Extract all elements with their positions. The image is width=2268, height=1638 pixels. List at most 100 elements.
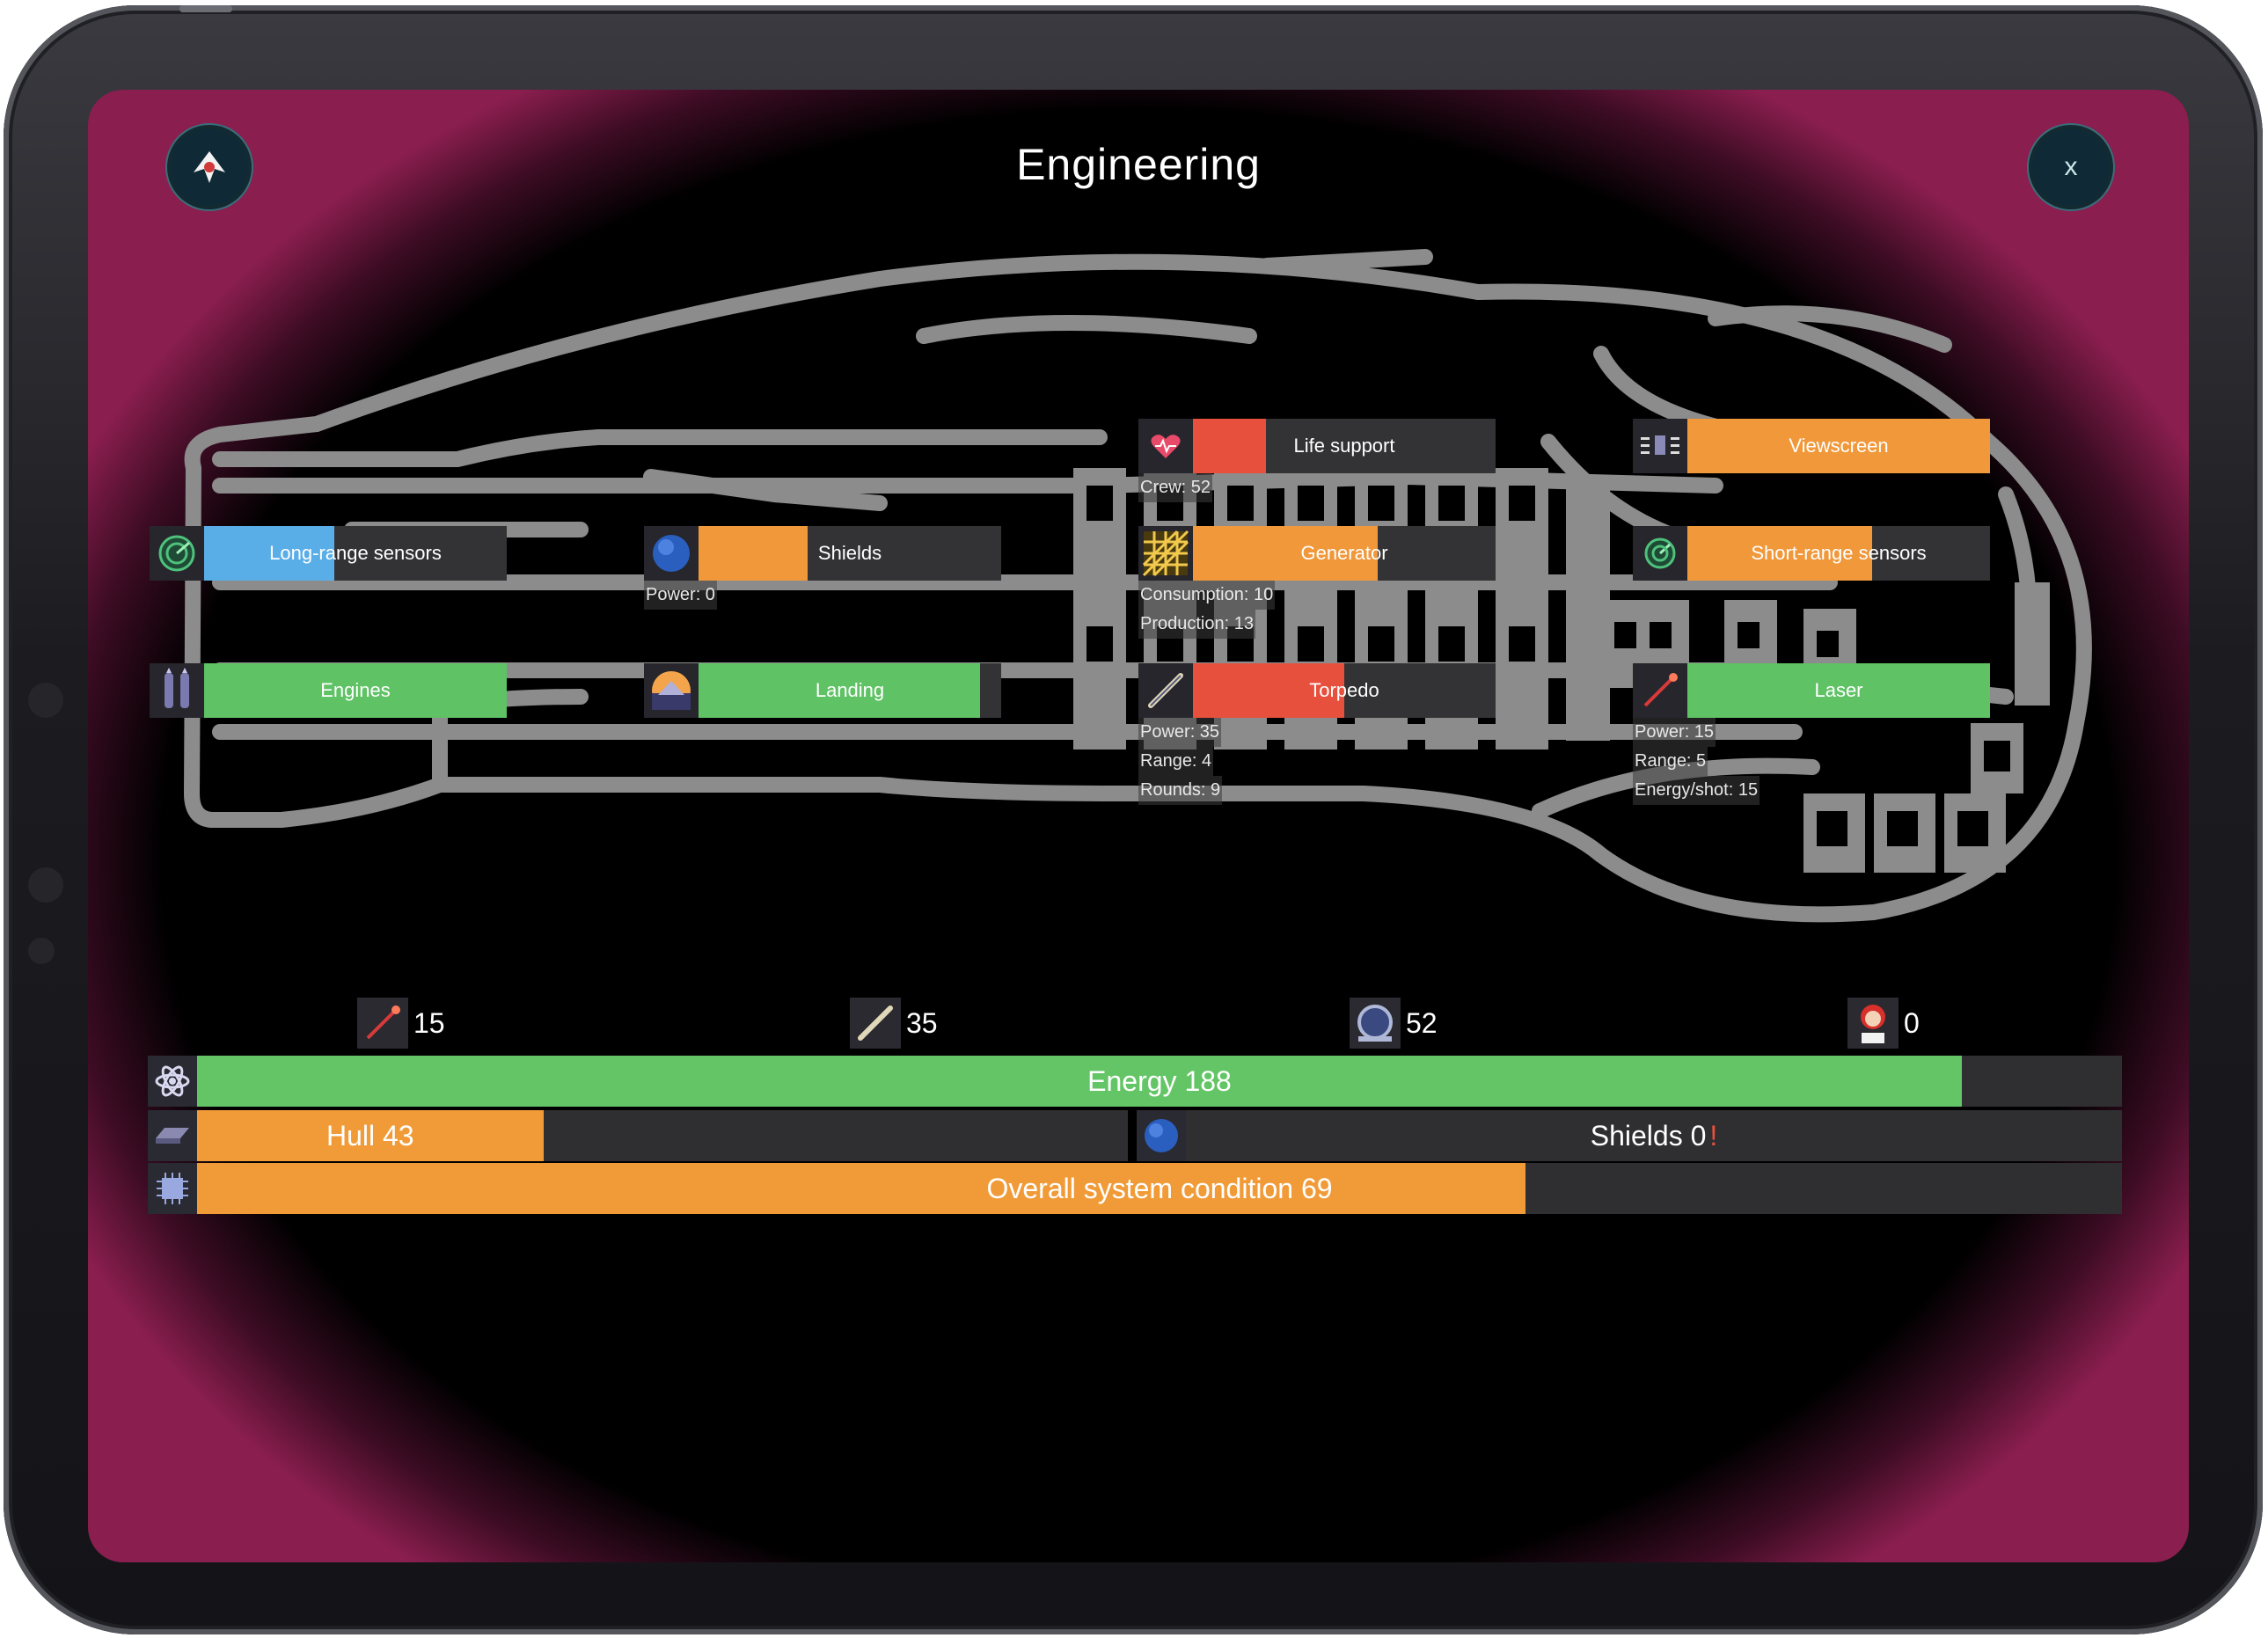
system-fill — [699, 663, 980, 718]
ship-emblem-icon — [194, 151, 225, 183]
system-viewscreen[interactable]: Viewscreen — [1633, 419, 1990, 473]
system-generator[interactable]: Generator — [1138, 526, 1496, 581]
system-fill — [204, 663, 507, 718]
system-engines[interactable]: Engines — [150, 663, 507, 718]
laser-range: Range: 5 — [1633, 747, 1708, 776]
counter-value: 0 — [1904, 1006, 1920, 1039]
system-fill — [1687, 663, 1990, 718]
game-screen: Engineering x — [88, 90, 2189, 1562]
system-fill — [1193, 419, 1266, 473]
torpedo-power: Power: 35 — [1138, 718, 1222, 747]
camera-dot — [28, 938, 55, 964]
hull-bar: Hull 43 — [148, 1110, 1128, 1161]
planet-shield-icon — [644, 526, 699, 581]
system-fill — [1687, 526, 1872, 581]
tablet-frame: Engineering x — [4, 5, 2263, 1634]
counter-value: 35 — [906, 1006, 938, 1039]
torpedo-info: Power: 35 Range: 4 Rounds: 9 — [1138, 718, 1223, 805]
crew-portal-icon — [1350, 998, 1401, 1049]
system-landing[interactable]: Landing — [644, 663, 1001, 718]
system-life-support[interactable]: Life support — [1138, 419, 1496, 473]
laser-icon — [357, 998, 408, 1049]
torpedo-counter: 35 — [850, 998, 938, 1049]
planet-shield-icon — [1137, 1110, 1186, 1161]
energy-fill — [197, 1056, 1963, 1107]
system-label: Shields — [817, 542, 882, 564]
system-level-bar: Viewscreen — [1687, 419, 1990, 473]
landing-icon — [644, 663, 699, 718]
shields-label-wrap: Shields 0! — [1186, 1110, 2122, 1161]
counter-value: 52 — [1406, 1006, 1438, 1039]
system-level-bar: Life support — [1193, 419, 1496, 473]
page-title: Engineering — [1016, 140, 1261, 189]
menu-button[interactable] — [171, 128, 248, 206]
hull-fill — [197, 1110, 544, 1161]
overall-condition-bar: Overall system condition 69 — [148, 1163, 2122, 1214]
system-fill — [204, 526, 334, 581]
system-torpedo[interactable]: Torpedo — [1138, 663, 1496, 718]
radar-icon — [150, 526, 204, 581]
engine-icon — [150, 663, 204, 718]
system-label: Long-range sensors — [269, 542, 442, 564]
system-short-range-sensors[interactable]: Short-range sensors — [1633, 526, 1990, 581]
system-level-bar: Laser — [1687, 663, 1990, 718]
torpedo-icon — [850, 998, 901, 1049]
system-fill — [1193, 526, 1378, 581]
system-shields[interactable]: Shields — [644, 526, 1001, 581]
system-label: Viewscreen — [1789, 435, 1889, 457]
close-button[interactable]: x — [2032, 128, 2110, 206]
system-level-bar: Torpedo — [1193, 663, 1496, 718]
system-level-bar: Landing — [699, 663, 1001, 718]
generator-consumption: Consumption: 10 — [1138, 581, 1276, 610]
chip-icon — [148, 1163, 197, 1214]
close-icon: x — [2064, 152, 2078, 181]
system-label: Generator — [1300, 542, 1388, 564]
system-fill — [699, 526, 808, 581]
volume-button — [179, 5, 232, 12]
torpedo-rounds: Rounds: 9 — [1138, 776, 1223, 805]
atom-icon — [148, 1056, 197, 1107]
laser-info: Power: 15 Range: 5 Energy/shot: 15 — [1633, 718, 1760, 805]
system-level-bar: Long-range sensors — [204, 526, 507, 581]
generator-production: Production: 13 — [1138, 610, 1255, 639]
system-level-bar: Engines — [204, 663, 507, 718]
ship-schematic — [184, 249, 2092, 923]
torpedo-icon — [1138, 663, 1193, 718]
energy-label: Energy 188 — [1087, 1065, 1232, 1097]
shields-bar: Shields 0! — [1137, 1110, 2122, 1161]
system-level-bar: Short-range sensors — [1687, 526, 1990, 581]
system-label: Short-range sensors — [1751, 542, 1927, 564]
hull-plate-icon — [148, 1110, 197, 1161]
system-label: Landing — [815, 679, 885, 701]
hostage-icon — [1847, 998, 1899, 1049]
hostage-counter: 0 — [1847, 998, 1920, 1049]
shields-info: Power: 0 — [644, 581, 717, 610]
system-fill — [1193, 663, 1344, 718]
system-fill — [1687, 419, 1990, 473]
laser-icon — [1633, 663, 1687, 718]
overall-label: Overall system condition 69 — [986, 1173, 1333, 1204]
shields-label: Shields 0 — [1590, 1120, 1707, 1152]
overall-fill — [197, 1163, 1525, 1214]
radar-icon — [1633, 526, 1687, 581]
camera-dot — [28, 683, 63, 718]
viewscreen-icon — [1633, 419, 1687, 473]
solar-grid-icon — [1138, 526, 1193, 581]
laser-power: Power: 15 — [1633, 718, 1716, 747]
energy-bar: Energy 188 — [148, 1056, 2122, 1107]
system-label: Laser — [1814, 679, 1863, 701]
system-level-bar: Generator — [1193, 526, 1496, 581]
system-laser[interactable]: Laser — [1633, 663, 1990, 718]
torpedo-range: Range: 4 — [1138, 747, 1214, 776]
camera-dot — [28, 867, 63, 903]
shields-power: Power: 0 — [644, 581, 717, 610]
laser-counter: 15 — [357, 998, 445, 1049]
life-support-info: Crew: 52 — [1138, 473, 1213, 502]
heart-icon — [1138, 419, 1193, 473]
system-long-range-sensors[interactable]: Long-range sensors — [150, 526, 507, 581]
hull-label: Hull 43 — [326, 1120, 414, 1152]
system-label: Torpedo — [1309, 679, 1379, 701]
system-level-bar: Shields — [699, 526, 1001, 581]
system-label: Life support — [1293, 435, 1395, 457]
crew-counter: 52 — [1350, 998, 1438, 1049]
